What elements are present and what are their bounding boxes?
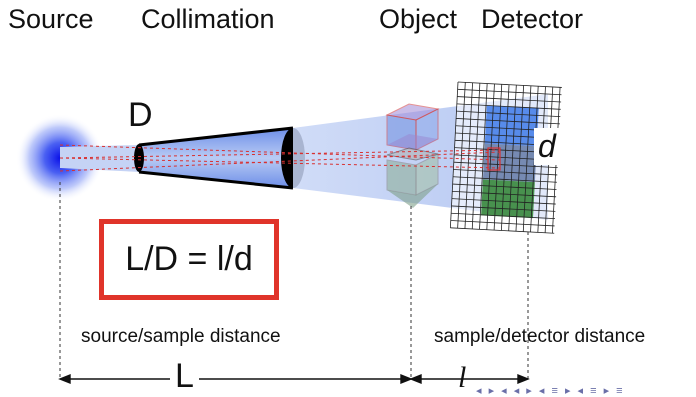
detector-gridline-h: [451, 212, 556, 220]
detector-gridline-h: [456, 110, 561, 118]
header-object: Object: [379, 4, 458, 34]
detector-gridline-h: [456, 103, 561, 110]
collimator-cone: [139, 128, 293, 188]
detector-gridline-h: [453, 169, 558, 176]
header-collimation: Collimation: [141, 4, 275, 34]
slide-nav-controls[interactable]: ◂ ▸ ◂ ◂ ▸ ◂ ≡ ▸ ◂ ≡ ▸ ≡: [476, 385, 625, 397]
detector-gridline-h: [451, 205, 556, 212]
source-beam: [60, 145, 140, 172]
aperture-label: D: [128, 96, 153, 134]
detector-gridline-h: [451, 198, 556, 205]
detector-gridline-h: [456, 118, 560, 125]
projection-blue: [484, 105, 539, 147]
collimator-edge-bottom: [138, 170, 294, 190]
image-blur-mark: [487, 147, 501, 171]
detector-gridline-h: [457, 96, 562, 103]
detector-gridline-h: [452, 190, 557, 198]
ray-top: [59, 149, 501, 159]
ray-cross-2: [59, 151, 501, 172]
detector-gridline-h: [457, 88, 562, 96]
detector-gridline-h: [453, 161, 558, 169]
arrow-L: [58, 373, 413, 385]
detector-gridline-h: [453, 176, 557, 183]
detector-gridline-h: [450, 227, 555, 234]
collimator-aperture: [134, 144, 144, 172]
detector-grid: [449, 81, 562, 234]
ray-cross-1: [59, 144, 501, 161]
projection-mixed: [482, 143, 537, 183]
ray-bottom: [59, 157, 501, 169]
detector-gridline-h: [450, 220, 555, 227]
collimator-edge-top: [138, 126, 294, 147]
header-detector: Detector: [481, 4, 584, 34]
small-l-label: l: [458, 361, 467, 394]
big-l-label: L: [170, 357, 199, 396]
formula-box: L/D = l/d: [99, 219, 279, 300]
object-box: [385, 103, 440, 208]
arrow-l: [409, 373, 530, 385]
formula-text: L/D = l/d: [125, 240, 253, 278]
detector-gridline-h: [457, 81, 562, 88]
detector-gridline-h: [452, 183, 557, 190]
image-size-label: d: [534, 128, 560, 165]
header-source: Source: [8, 4, 94, 34]
sample-detector-distance-label: sample/detector distance: [434, 326, 646, 347]
source-sample-distance-label: source/sample distance: [81, 326, 281, 347]
detector-gridline-v: [449, 81, 459, 228]
